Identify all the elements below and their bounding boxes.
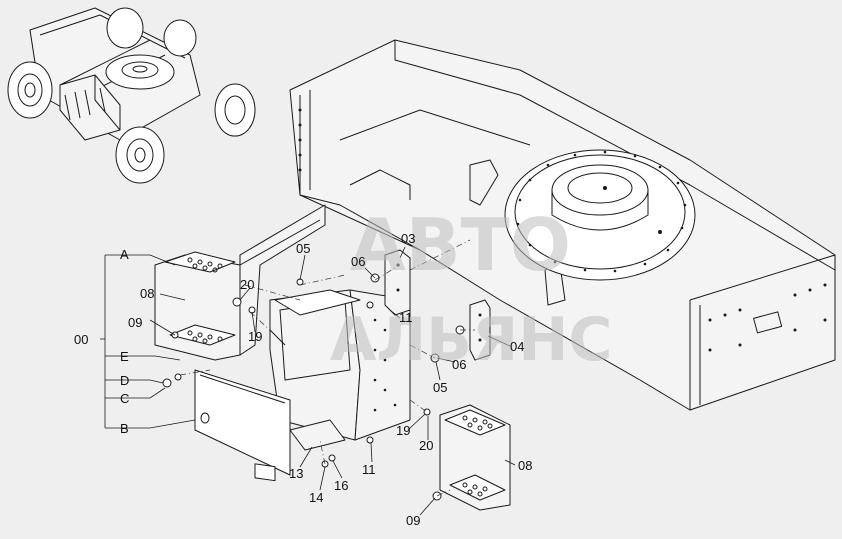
battery-box-lid <box>194 369 291 482</box>
box-side-rivets <box>373 318 397 412</box>
step-tread-holes-right <box>462 415 493 497</box>
callout-03: 03 <box>401 231 415 246</box>
callout-13: 13 <box>289 466 303 481</box>
callout-11-bottom: 11 <box>362 462 376 477</box>
right-step-assembly <box>439 404 511 511</box>
turntable-bolts <box>516 150 687 273</box>
truck-chassis-inset <box>7 7 256 184</box>
assembly-lines <box>179 239 475 497</box>
callout-labels: 00 A E D C B 08 09 20 19 05 06 03 11 04 … <box>74 231 532 528</box>
callout-05-right: 05 <box>433 380 447 395</box>
callout-b: B <box>120 421 129 436</box>
leader-lines <box>100 246 516 516</box>
callout-19-left: 19 <box>248 329 262 344</box>
callout-06-right: 06 <box>452 357 466 372</box>
fifth-wheel-turntable <box>504 149 696 281</box>
callout-11-top: 11 <box>399 310 413 325</box>
callout-19-right: 19 <box>396 423 410 438</box>
callout-e: E <box>120 349 129 364</box>
callout-09-left: 09 <box>128 315 142 330</box>
callout-16: 16 <box>334 478 348 493</box>
callout-d: D <box>120 373 129 388</box>
callout-a: A <box>120 247 129 262</box>
callout-06-left: 06 <box>351 254 365 269</box>
callout-08-left: 08 <box>140 286 154 301</box>
frame-rivets <box>298 108 827 352</box>
callout-05-top: 05 <box>296 241 310 256</box>
callout-08-right: 08 <box>518 458 532 473</box>
watermark-line2: АЛЬЯНС <box>330 305 612 375</box>
battery-box-body <box>269 289 411 441</box>
callout-04: 04 <box>510 339 524 354</box>
callout-09-right: 09 <box>406 513 420 528</box>
callout-20-left: 20 <box>240 277 254 292</box>
callout-14: 14 <box>309 490 323 505</box>
mounting-brackets <box>384 249 491 361</box>
watermark-line1: АВТО <box>350 203 571 287</box>
callout-00: 00 <box>74 332 88 347</box>
callout-20-right: 20 <box>419 438 433 453</box>
callout-c: C <box>120 391 129 406</box>
step-tread-holes-left <box>187 257 223 344</box>
